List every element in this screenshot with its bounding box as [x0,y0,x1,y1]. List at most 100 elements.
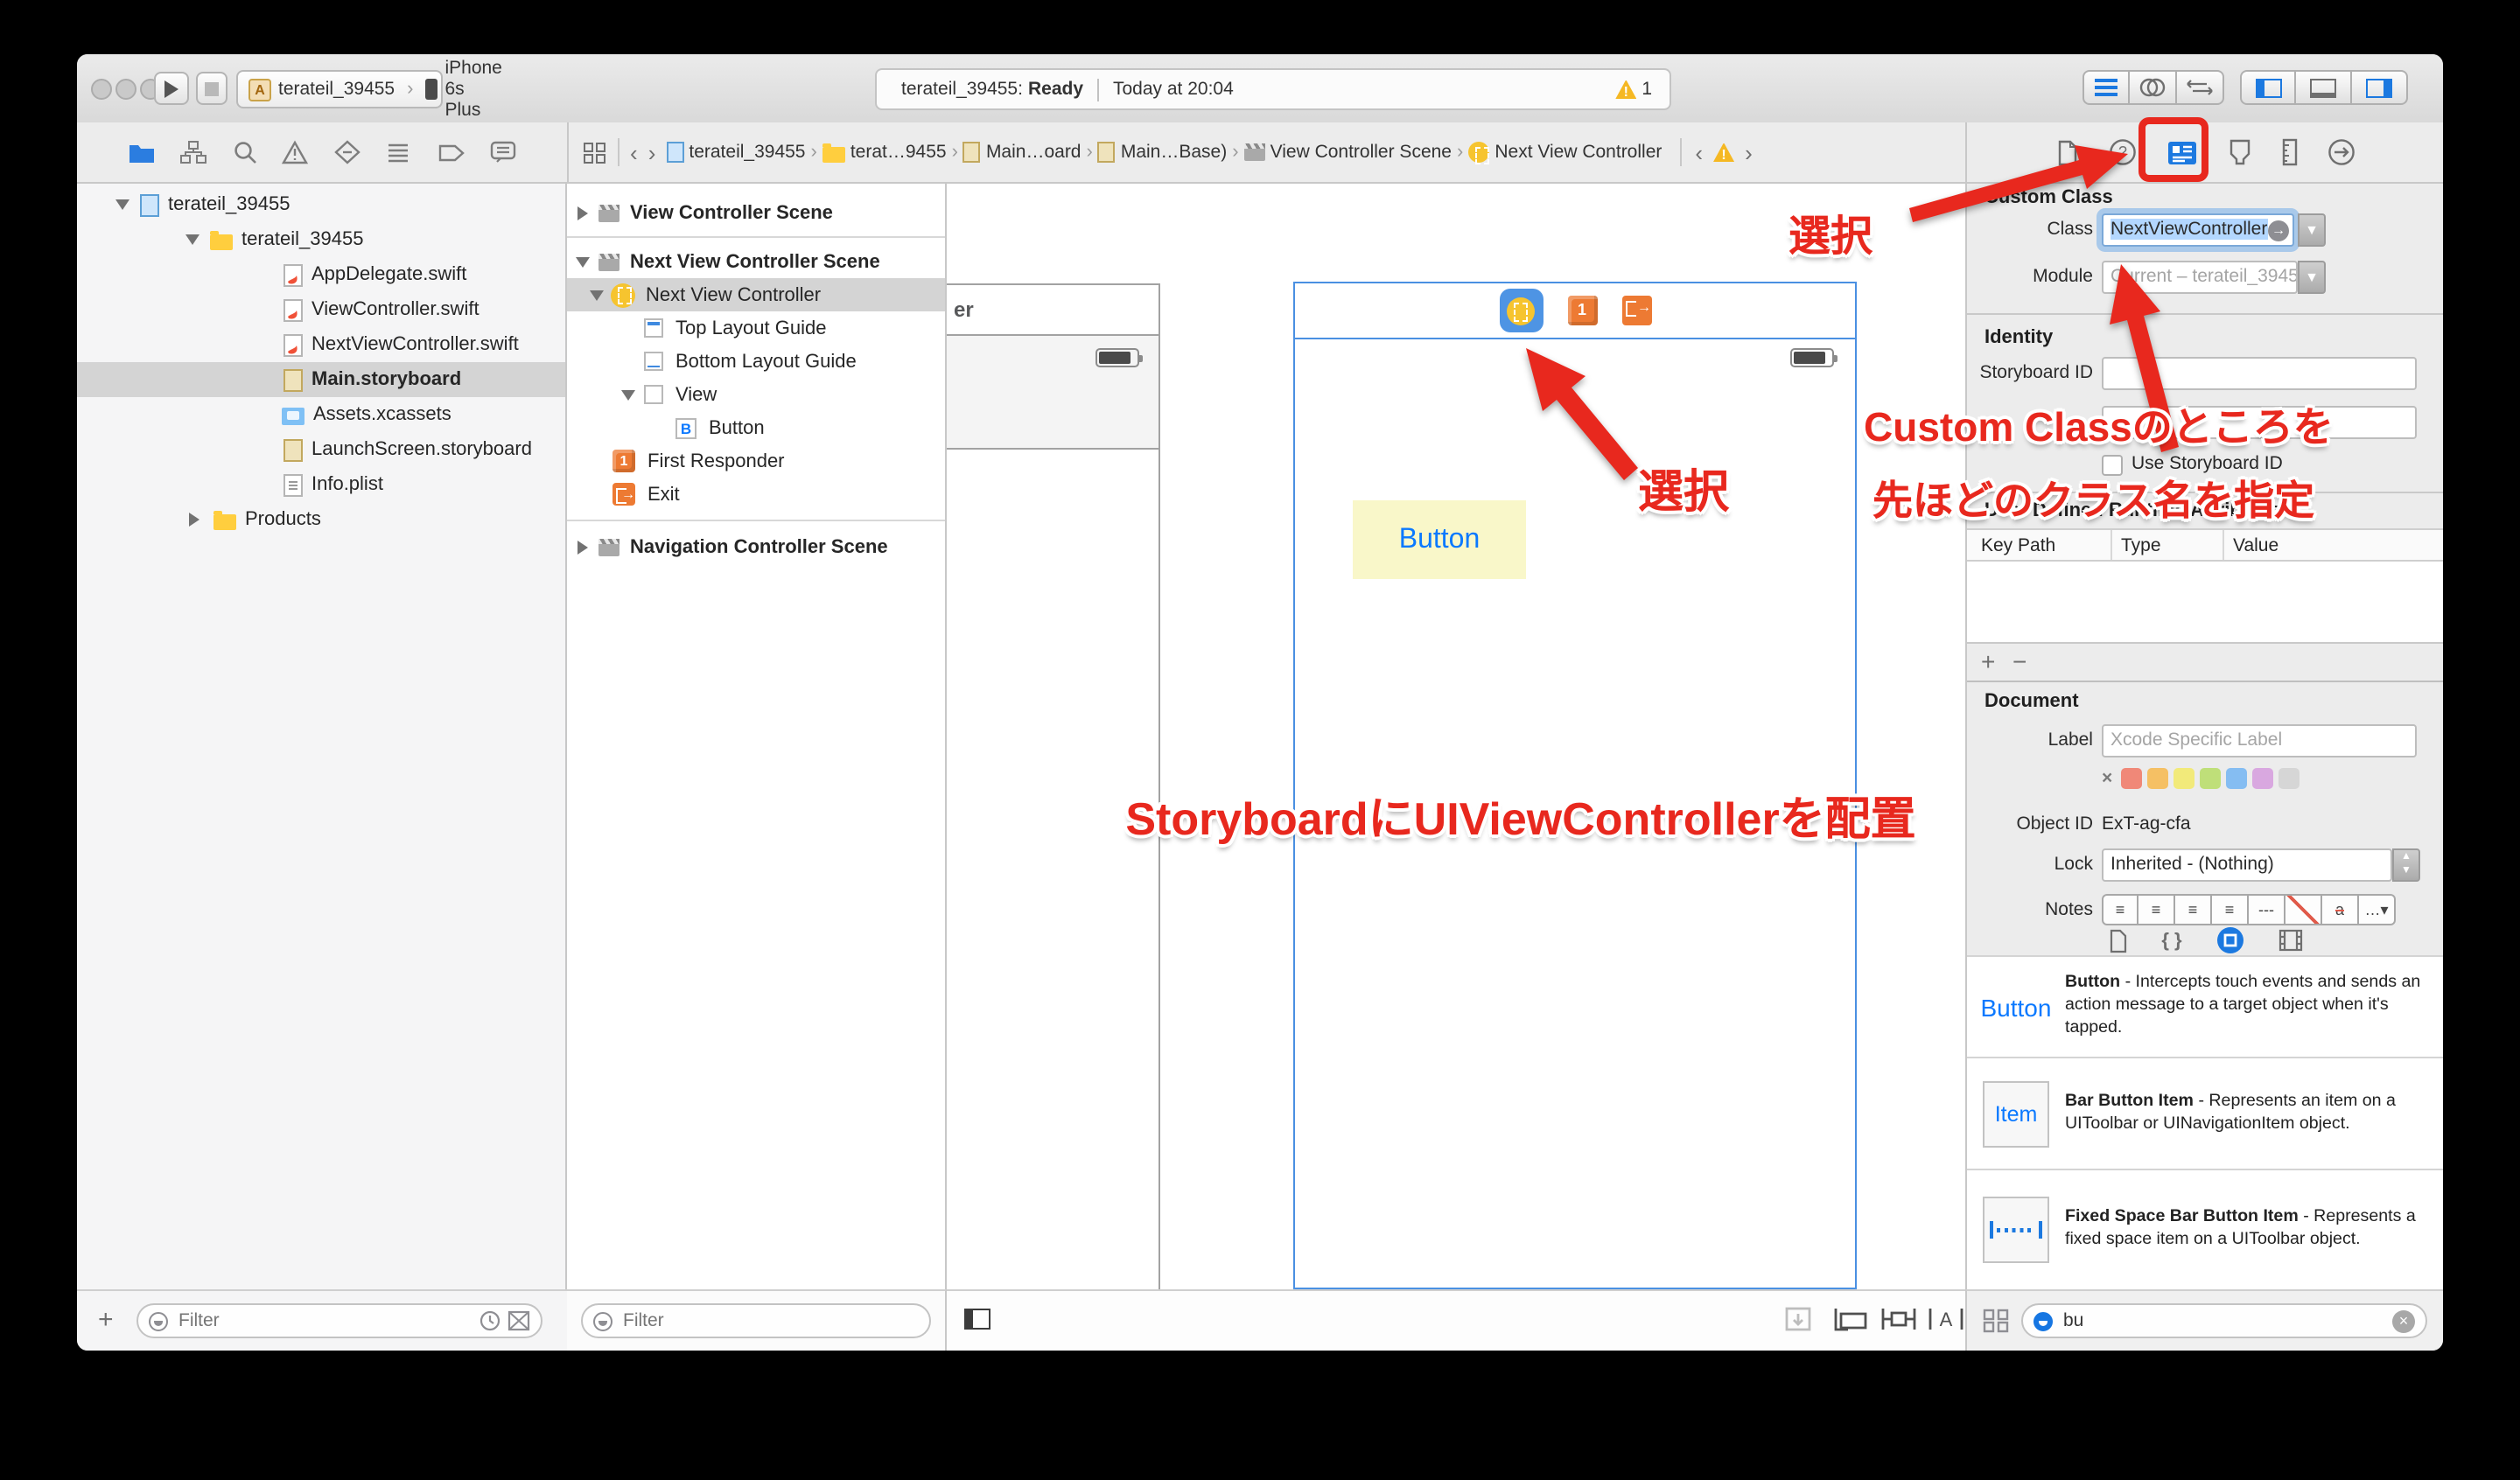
clear-search-icon[interactable]: × [2392,1309,2415,1332]
nav-row-main-storyboard[interactable]: Main.storyboard [77,362,565,397]
use-storyboard-id-checkbox[interactable] [2102,455,2123,476]
library-grid-view-icon[interactable] [1983,1309,2009,1333]
align-left-button[interactable]: ≡ [2102,894,2138,925]
first-responder-dock-icon[interactable]: 1 [1567,296,1597,325]
align-right-button[interactable]: ≡ [2175,894,2212,925]
nav-row-products[interactable]: Products [77,502,565,537]
partial-view-controller-card[interactable]: er [947,283,1160,1289]
connections-inspector-tab[interactable] [2327,138,2355,166]
document-label-field[interactable]: Xcode Specific Label [2102,724,2417,757]
pin-constraints-button[interactable] [1880,1305,1918,1333]
warning-icon[interactable]: ! [1713,143,1735,162]
breadcrumb-project[interactable]: terateil_39455 [666,142,806,163]
back-button[interactable]: ‹ [630,139,638,165]
storyboard-canvas[interactable]: er 1 Button [947,184,1965,1289]
nav-row-viewcontroller[interactable]: ViewController.swift [77,292,565,327]
lock-stepper-button[interactable]: ▲▼ [2392,848,2420,882]
version-editor-button[interactable] [2177,70,2224,105]
canvas-button[interactable]: Button [1353,500,1526,579]
outline-row-vc-scene[interactable]: View Controller Scene [567,196,945,229]
forward-button[interactable]: › [648,139,656,165]
file-template-library-tab[interactable] [2109,928,2128,953]
outline-row-exit[interactable]: Exit [567,478,945,511]
class-dropdown-button[interactable]: ▼ [2298,213,2326,247]
nav-row-launchscreen[interactable]: LaunchScreen.storyboard [77,432,565,467]
nav-row-group[interactable]: terateil_39455 [77,222,565,257]
add-attribute-button[interactable]: + [1981,647,1996,675]
embed-in-stack-button[interactable] [1832,1305,1871,1333]
breadcrumb-storyboard[interactable]: Main…oard [962,142,1082,163]
lock-dropdown[interactable]: Inherited - (Nothing) [2102,848,2392,882]
related-items-icon[interactable] [583,141,607,164]
outline-filter-field[interactable] [581,1303,931,1338]
outline-row-first-responder[interactable]: 1 First Responder [567,444,945,478]
color-swatch-orange[interactable] [2147,768,2169,789]
standard-editor-button[interactable] [2082,70,2130,105]
toggle-debug-area-button[interactable] [2296,70,2352,105]
remove-attribute-button[interactable]: − [2012,647,2027,675]
nav-row-nextviewcontroller[interactable]: NextViewController.swift [77,327,565,362]
close-window-button[interactable] [91,79,112,100]
background-color-button[interactable] [2286,894,2322,925]
outline-row-next-view-controller[interactable]: Next View Controller [567,278,945,311]
outline-row-nvc-scene[interactable]: Next View Controller Scene [567,245,945,278]
jump-to-class-icon[interactable]: → [2268,220,2289,241]
color-swatch-yellow[interactable] [2174,768,2195,789]
assistant-editor-button[interactable] [2130,70,2177,105]
library-item-bar-button-item[interactable]: Item Bar Button Item - Represents an ite… [1967,1058,2443,1169]
class-field[interactable]: NextViewController → [2102,213,2294,247]
disclosure-closed-icon[interactable] [189,513,200,527]
align-constraints-button[interactable]: A [1927,1305,1965,1333]
runtime-attrs-table-body[interactable] [1967,562,2443,642]
text-color-button[interactable]: a [2322,894,2359,925]
stop-button[interactable] [196,72,228,105]
library-item-fixed-space[interactable]: Fixed Space Bar Button Item - Represents… [1967,1170,2443,1289]
nav-row-appdelegate[interactable]: AppDelegate.swift [77,257,565,292]
no-color-button[interactable]: × [2102,768,2113,789]
breadcrumb-view-controller[interactable]: Next View Controller [1468,142,1662,164]
color-swatch-gray[interactable] [2278,768,2300,789]
identity-inspector-tab[interactable] [2166,139,2197,165]
navigator-filter-input[interactable] [175,1309,472,1333]
issue-badge[interactable]: ! 1 [1615,79,1652,100]
align-justify-button[interactable]: ≡ [2212,894,2249,925]
outline-row-nav-controller-scene[interactable]: Navigation Controller Scene [567,530,945,563]
disclosure-closed-icon[interactable] [578,540,588,554]
disclosure-open-icon[interactable] [116,199,130,210]
scheme-selector[interactable]: A terateil_39455 › iPhone 6s Plus [236,58,502,121]
breadcrumb-storyboard-base[interactable]: Main…Base) [1097,142,1227,163]
outline-row-top-layout-guide[interactable]: Top Layout Guide [567,311,945,345]
run-button[interactable] [154,72,189,105]
add-file-button[interactable]: + [98,1305,114,1335]
minimize-window-button[interactable] [116,79,136,100]
disclosure-closed-icon[interactable] [578,206,588,220]
view-controller-dock-icon[interactable] [1499,289,1543,332]
size-inspector-tab[interactable] [2281,138,2297,166]
project-navigator-tab[interactable] [127,140,155,164]
toggle-document-outline-button[interactable] [964,1309,990,1330]
module-field[interactable]: Current – terateil_39455 [2102,261,2298,294]
outline-row-view[interactable]: View [567,378,945,411]
outline-row-button[interactable]: B Button [567,411,945,444]
search-tab[interactable] [232,140,256,164]
breadcrumb-scene[interactable]: View Controller Scene [1243,142,1452,163]
breakpoint-navigator-tab[interactable] [438,141,466,164]
outline-row-bottom-layout-guide[interactable]: Bottom Layout Guide [567,345,945,378]
previous-issue-button[interactable]: ‹ [1695,139,1704,165]
file-inspector-tab[interactable] [2055,139,2078,165]
debug-navigator-tab[interactable] [386,141,412,164]
exit-dock-icon[interactable] [1621,296,1651,325]
color-swatch-blue[interactable] [2226,768,2248,789]
color-swatch-green[interactable] [2200,768,2222,789]
issue-navigator-tab[interactable] [282,140,309,164]
media-library-tab[interactable] [2278,929,2303,952]
disclosure-open-icon[interactable] [621,389,635,400]
library-item-button[interactable]: Button Button - Intercepts touch events … [1967,957,2443,1057]
toggle-inspector-button[interactable] [2352,70,2408,105]
color-swatch-purple[interactable] [2252,768,2274,789]
next-issue-button[interactable]: › [1745,139,1753,165]
recent-files-clock-icon[interactable] [480,1310,500,1331]
spacing-button[interactable]: --- [2249,894,2286,925]
disclosure-open-icon[interactable] [186,234,200,245]
library-search-input[interactable] [2060,1309,2385,1333]
